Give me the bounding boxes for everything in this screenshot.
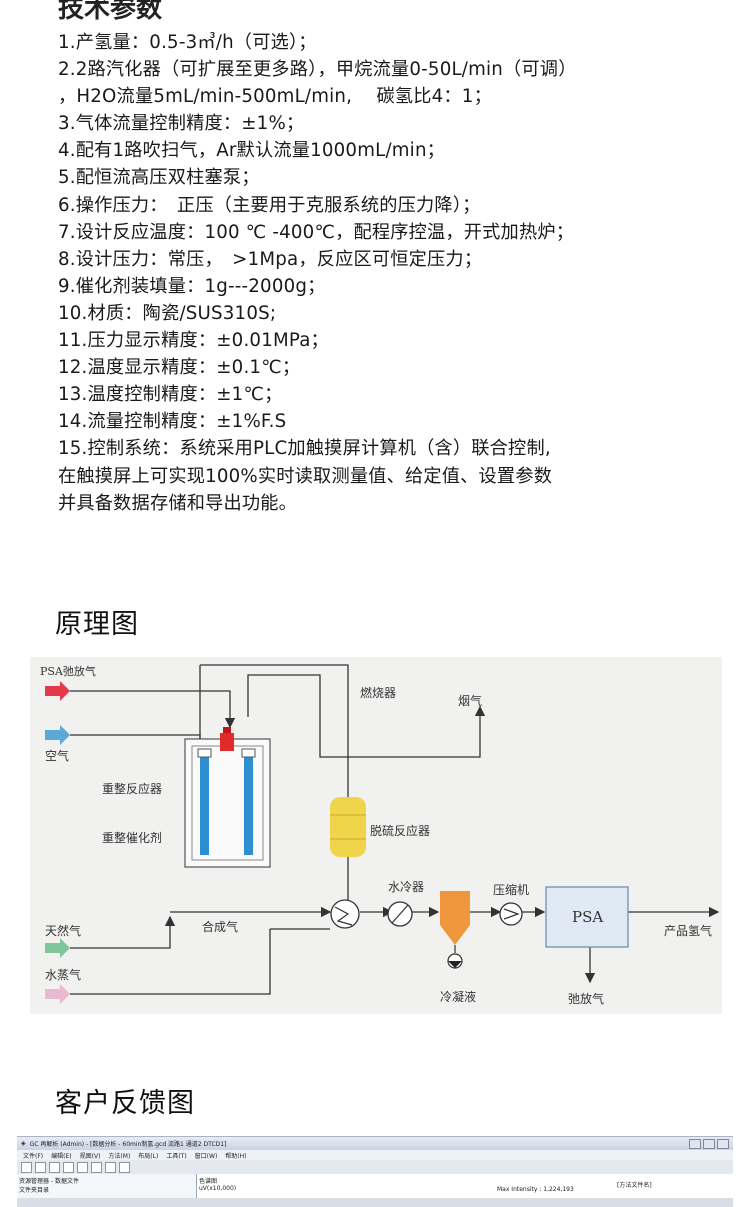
menu-item[interactable]: 编辑(E) [51,1152,72,1160]
spec-line: 3.气体流量控制精度：±1%； [58,113,305,135]
save-icon [35,1161,46,1173]
cut-icon [63,1161,74,1173]
label-water-cooler: 水冷器 [388,880,424,894]
heat-exchanger-icon [330,899,360,929]
process-flow-diagram: PSA弛放气 空气 重整反应器 重整催化剂 燃烧器 烟气 脱硫反应器 水冷器 压… [30,657,722,1014]
spec-line: 11.压力显示精度：±0.01MPa； [58,330,329,352]
menu-item[interactable]: 布局(L) [138,1152,159,1160]
label-psa: PSA [572,908,603,926]
label-compressor: 压缩机 [493,882,529,897]
spec-line: 6.操作压力： 正压（主要用于克服系统的压力降）； [58,194,481,216]
spec-line: 1.产氢量：0.5-3㎥/h（可选）； [58,32,317,53]
spec-line: 7.设计反应温度：100 ℃ -400℃，配程序控温，开式加热炉； [58,221,575,243]
psa-off-gas-arrow-icon [45,681,70,701]
gc-software-screenshot: ◈ GC 再解析 (Admin) - [数据分析 - 60min制氢.gcd 流… [17,1136,733,1207]
screenshot-titlebar: ◈ GC 再解析 (Admin) - [数据分析 - 60min制氢.gcd 流… [17,1137,733,1150]
top-heading: 技术参数 [58,0,163,24]
spec-line: 9.催化剂装填量：1g---2000g； [58,275,326,297]
spec-line: 5.配恒流高压双柱塞泵； [58,167,260,189]
label-reformer: 重整反应器 [102,781,162,796]
spec-line: 8.设计压力：常压， >1Mpa，反应区可恒定压力； [58,248,483,270]
label-steam: 水蒸气 [45,967,81,982]
minimize-icon [689,1138,701,1149]
label-syngas: 合成气 [202,919,238,934]
label-off-gas: 弛放气 [568,991,604,1006]
label-product-h2: 产品氢气 [664,923,712,938]
menu-item[interactable]: 文件(F) [23,1152,44,1160]
screenshot-toolbar [17,1160,733,1174]
spec-line: 2.2路汽化器（可扩展至更多路），甲烷流量0-50L/min（可调） [58,59,577,81]
explorer-pane: 资源管理器 - 数据文件 文件夹目录 [17,1174,197,1198]
axis-label: uV(x10,000) [199,1185,237,1192]
window-controls [689,1138,733,1149]
chart-icon [105,1161,116,1173]
copy-icon [77,1161,88,1173]
spec-line: 10.材质：陶瓷/SUS310S; [58,302,277,324]
desulfurizer-vessel [330,797,366,857]
app-icon: ◈ [21,1140,26,1147]
spec-line: 13.温度控制精度：±1℃； [58,384,283,406]
reformer-reactor [184,727,271,868]
label-psa-off-gas: PSA弛放气 [40,664,96,678]
customer-feedback-title: 客户反馈图 [55,1088,195,1119]
spec-line: 15.控制系统：系统采用PLC加触摸屏计算机（含）联合控制, [58,438,551,460]
spec-line: 12.温度显示精度：±0.1℃； [58,357,301,379]
principle-diagram-title: 原理图 [55,609,139,640]
menu-item[interactable]: 方法(M) [108,1152,131,1160]
method-label: [方法文件名] [617,1182,652,1189]
spec-line: 并具备数据存储和导出功能。 [58,492,298,514]
psa-unit [545,886,629,948]
max-intensity: Max Intensity : 1,224,193 [497,1186,574,1193]
label-natural-gas: 天然气 [45,923,81,938]
label-condensate: 冷凝液 [440,989,476,1004]
spec-line: ，H2O流量5mL/min-500mL/min, 碳氢比4：1； [58,86,492,108]
steam-arrow-icon [45,984,70,1004]
separator-vessel [440,891,470,945]
burner-icon [220,733,234,751]
open-icon [21,1161,32,1173]
diagram-background [30,657,722,1014]
compressor-icon [499,902,523,926]
menu-item[interactable]: 帮助(H) [225,1152,247,1160]
table-icon [119,1161,130,1173]
screenshot-menubar: 文件(F) 编辑(E) 视图(V) 方法(M) 布局(L) 工具(T) 窗口(W) 帮助(H) [17,1150,733,1160]
label-burner: 燃烧器 [360,685,396,700]
explorer-header: 资源管理器 - 数据文件 [19,1178,79,1185]
spec-list: 1.产氢量：0.5-3㎥/h（可选）； 2.2路汽化器（可扩展至更多路），甲烷流量… [58,29,738,517]
label-air: 空气 [45,748,69,763]
spec-line: 在触摸屏上可实现100%实时读取测量值、给定值、设置参数 [58,465,553,487]
chromatogram-header: 色谱图 [199,1178,218,1185]
label-desulfurizer: 脱硫反应器 [370,823,430,838]
label-catalyst: 重整催化剂 [102,830,162,845]
close-icon [717,1138,729,1149]
print-icon [49,1161,60,1173]
spec-line: 14.流量控制精度：±1%F.S [58,411,287,433]
menu-item[interactable]: 工具(T) [166,1152,187,1160]
screenshot-title: GC 再解析 (Admin) - [数据分析 - 60min制氢.gcd 流路1… [29,1141,227,1148]
menu-item[interactable]: 窗口(W) [194,1152,218,1160]
label-flue-gas: 烟气 [458,693,482,708]
natural-gas-arrow-icon [45,938,70,958]
maximize-icon [703,1138,715,1149]
paste-icon [91,1161,102,1173]
air-arrow-icon [45,725,70,745]
explorer-item: 文件夹目录 [19,1187,50,1194]
menu-item[interactable]: 视图(V) [79,1152,101,1160]
chromatogram-pane: 色谱图 uV(x10,000) Max Intensity : 1,224,19… [197,1174,733,1198]
spec-line: 4.配有1路吹扫气，Ar默认流量1000mL/min； [58,140,446,162]
